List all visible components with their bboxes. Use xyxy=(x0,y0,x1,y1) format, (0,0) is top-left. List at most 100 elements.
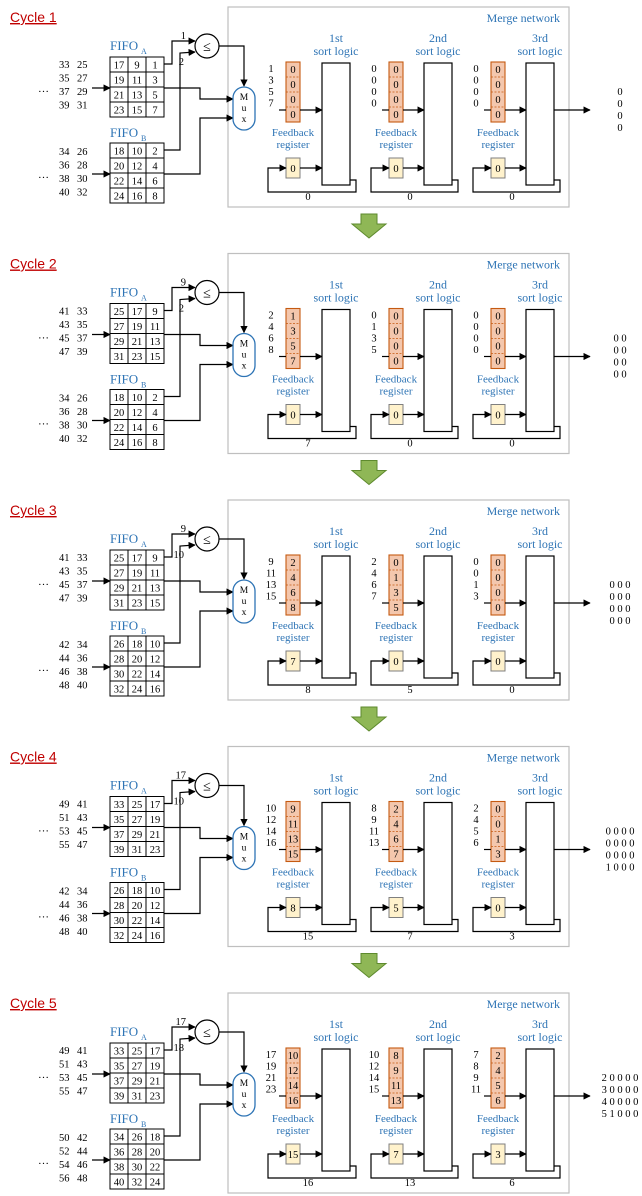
stage-input-value: 13 xyxy=(369,838,380,849)
register-label: register xyxy=(277,632,310,644)
merge-network-label: Merge network xyxy=(487,11,560,25)
register-value: 15 xyxy=(288,850,299,861)
fifo-b-value: 26 xyxy=(114,640,125,651)
cycle-title: Cycle 2 xyxy=(10,256,57,272)
fifo-a-value: 21 xyxy=(150,830,161,841)
fifo-b-to-mux xyxy=(164,114,234,175)
fifo-a-to-mux xyxy=(164,333,234,350)
comparator-wire-a xyxy=(164,1023,196,1051)
comparator-input-a: 17 xyxy=(176,771,187,782)
fifo-b-value: 20 xyxy=(150,1148,161,1159)
stage-input-value: 7 xyxy=(268,99,273,110)
feedback-label: Feedback xyxy=(272,620,315,632)
fifo-b-value: 26 xyxy=(132,1133,143,1144)
input-b-value: 48 xyxy=(59,681,70,692)
fifo-a-value: 27 xyxy=(132,1062,143,1073)
sort-logic-label: sort logic xyxy=(314,1030,359,1044)
register-value: 3 xyxy=(393,588,398,599)
input-b-value: 44 xyxy=(77,1147,88,1158)
input-b-value: 34 xyxy=(77,887,88,898)
stage-input-value: 14 xyxy=(266,827,277,838)
register-value: 0 xyxy=(495,805,500,816)
input-a-value: 39 xyxy=(77,594,88,605)
sort-logic-label: sort logic xyxy=(416,291,461,305)
output-value: 3 0 0 0 0 xyxy=(602,1085,639,1096)
input-a-value: 41 xyxy=(77,1046,88,1057)
fifo-a-value: 19 xyxy=(150,1062,161,1073)
ellipsis-b: … xyxy=(38,416,49,428)
fifo-a-cell xyxy=(145,594,165,611)
ellipsis-a: … xyxy=(38,83,49,95)
fifo-b-value: 14 xyxy=(132,423,143,434)
fifo-a-value: 17 xyxy=(114,61,125,72)
input-a-value: 37 xyxy=(59,87,70,98)
merge-network-label: Merge network xyxy=(487,751,560,765)
feedback-loop-value: 0 xyxy=(407,192,412,203)
fifo-b-value: 8 xyxy=(152,192,157,203)
fifo-b-value: 38 xyxy=(114,1163,125,1174)
fifo-b-value: 40 xyxy=(114,1178,125,1189)
sort-logic-ordinal: 2nd xyxy=(429,278,447,292)
fifo-b-to-mux xyxy=(164,607,234,668)
cycle-title: Cycle 5 xyxy=(10,995,57,1011)
register-label: register xyxy=(380,1125,413,1137)
fifo-a-value: 19 xyxy=(114,76,125,87)
comparator-input-a: 1 xyxy=(181,31,186,42)
fifo-a-value: 31 xyxy=(114,352,125,363)
sort-logic-ordinal: 3rd xyxy=(532,524,548,538)
fifo-a-value: 39 xyxy=(114,1092,125,1103)
input-a-value: 35 xyxy=(77,320,88,331)
feedback-loop-value: 6 xyxy=(509,1178,514,1189)
input-a-value: 39 xyxy=(59,101,70,112)
fifo-b-value: 28 xyxy=(114,901,125,912)
stage-input-value: 3 xyxy=(268,76,273,87)
feedback-loop-wire xyxy=(267,903,357,933)
input-a-value: 45 xyxy=(59,334,70,345)
stage-input-value: 11 xyxy=(266,569,276,580)
register-value: 9 xyxy=(290,805,295,816)
fifo-a-to-mux xyxy=(164,87,234,103)
fifo-b-to-mux xyxy=(164,1100,234,1161)
merge-network-label: Merge network xyxy=(487,997,560,1011)
input-a-value: 35 xyxy=(77,567,88,578)
fifo-a-value: 5 xyxy=(152,91,157,102)
input-b-value: 38 xyxy=(59,174,70,185)
register-value: 6 xyxy=(393,835,398,846)
sort-logic-label: sort logic xyxy=(416,44,461,58)
feedback-loop-wire xyxy=(370,1150,459,1179)
fifo-a-value: 19 xyxy=(132,322,143,333)
register-value: 9 xyxy=(393,1066,398,1077)
fifo-a-value: 31 xyxy=(132,845,143,856)
stage-input-value: 10 xyxy=(266,804,277,815)
feedback-register-value: 8 xyxy=(290,904,295,915)
feedback-loop-wire xyxy=(472,164,561,193)
register-value: 8 xyxy=(393,1051,398,1062)
fifo-b-value: 22 xyxy=(132,916,143,927)
fifo-b-value: 16 xyxy=(132,192,143,203)
feedback-loop-value: 0 xyxy=(509,192,514,203)
fifo-b-value: 32 xyxy=(114,931,125,942)
fifo-b-value: 20 xyxy=(132,655,143,666)
register-label: register xyxy=(482,139,515,151)
fifo-b-cell xyxy=(145,434,165,450)
fifo-b-value: 22 xyxy=(132,670,143,681)
output-value: 0 0 xyxy=(613,358,626,369)
sort-logic-ordinal: 3rd xyxy=(532,1017,548,1031)
feedback-label: Feedback xyxy=(272,867,315,879)
stage-input-value: 0 xyxy=(473,334,478,345)
fifo-b-label: FIFO xyxy=(110,865,138,880)
stage-input-value: 19 xyxy=(266,1062,277,1073)
fifo-a-to-mux xyxy=(164,580,234,596)
mux-shape xyxy=(232,825,256,871)
stage-input-value: 13 xyxy=(266,580,277,591)
register-value: 0 xyxy=(393,342,398,353)
feedback-label: Feedback xyxy=(272,1113,315,1125)
fifo-a-value: 13 xyxy=(150,584,161,595)
stage-input-value: 3 xyxy=(371,334,376,345)
feedback-register-value: 0 xyxy=(495,657,500,668)
feedback-label: Feedback xyxy=(375,127,418,139)
